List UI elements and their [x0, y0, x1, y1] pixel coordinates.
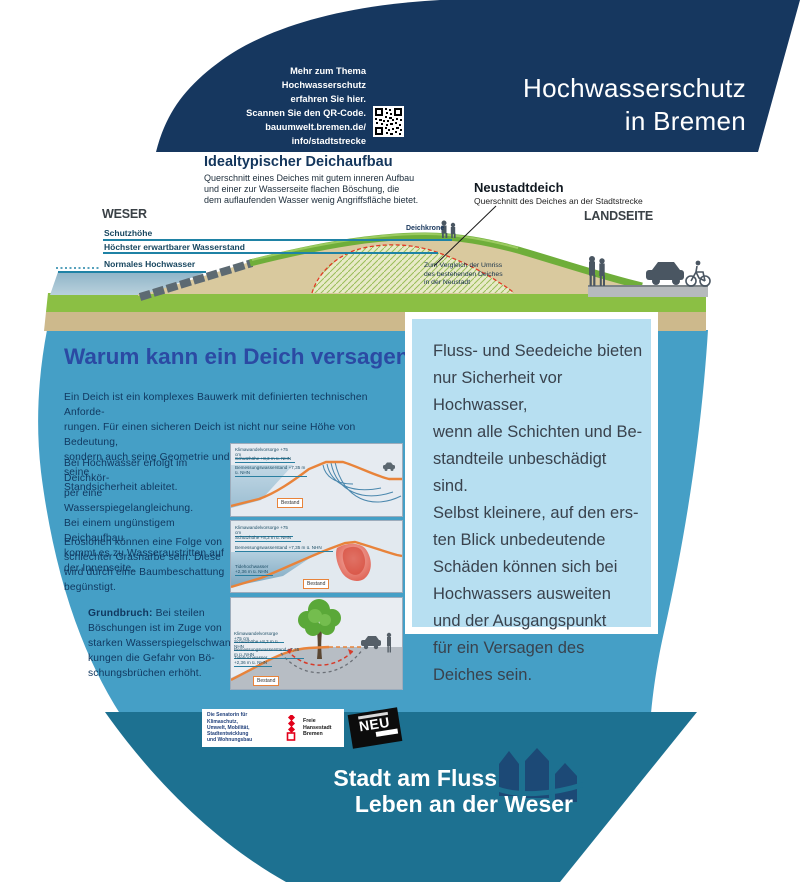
bremen-key-icon — [286, 715, 296, 741]
slogan-line-1: Stadt am Fluss — [333, 765, 497, 791]
mini2-label-schutz: Schutzhöhe +8,3 m ü. NHN — [235, 535, 301, 543]
why-paragraph-1: Ein Deich ist ein komplexes Bauwerk mit … — [64, 392, 394, 493]
level-line — [234, 658, 304, 660]
mini-diagram-slope-failure: Klimawandelvorsorge +75 cm Schutzhöhe +8… — [230, 597, 403, 690]
old-dike-hatch — [312, 244, 514, 293]
weser-water — [50, 272, 206, 295]
mini1-label-bemessung: Bemessungswasserstand +7,35 m ü. NHN — [235, 465, 307, 478]
grass-cover — [249, 232, 643, 290]
grass-highlight — [251, 232, 519, 261]
mini2-label-klima: Klimawandelvorsorge +75 cm — [235, 525, 293, 538]
neustadtdeich-title: Neustadtdeich — [474, 180, 564, 195]
header-navy-shape — [156, 0, 800, 152]
stone-revetment — [138, 259, 254, 301]
why-paragraph-4: Grundbruch: Bei steilen Böschungen ist i… — [88, 606, 238, 681]
bremen-text: Freie Hansestadt Bremen — [303, 718, 332, 738]
level-line — [234, 650, 288, 652]
old-dike-note: Zum Vergleich der Umriss des bestehenden… — [424, 262, 503, 287]
mini3-label-klima: Klimawandelvorsorge +75 cm — [234, 631, 284, 644]
dike-scene — [44, 205, 711, 331]
road — [588, 286, 708, 297]
neustadt-pointer-line — [433, 205, 497, 267]
mini3-label-bemessung: Bemessungswasserstand +7,35 m ü. NHN — [234, 647, 304, 660]
deichkrone-label: Deichkrone — [406, 225, 445, 232]
qr-code — [373, 106, 404, 137]
bremen-skyline-icon — [497, 748, 583, 802]
qr-note-text: Mehr zum Thema Hochwasserschutz erfahren… — [246, 66, 366, 146]
level-line — [235, 575, 273, 577]
car-silhouette — [646, 262, 684, 285]
mini2-label-bemessung: Bemessungswasserstand +7,35 m ü. NHN — [235, 545, 333, 553]
bestand-chip: Bestand — [277, 498, 304, 508]
mini1-label-schutz: Schutzhöhe +8,3 m ü. NHN — [235, 456, 295, 464]
schutzhoehe-label: Schutzhöhe — [104, 228, 153, 238]
footer-teal-shape — [105, 712, 697, 882]
cyclist-silhouette — [685, 265, 711, 287]
landseite-label: LANDSEITE — [584, 209, 654, 223]
why-paragraph-2: Bei Hochwasser erfolgt im Deichkör- per … — [64, 458, 225, 574]
callout-text: Fluss- und Seedeiche bieten nur Sicherhe… — [433, 342, 643, 684]
level-line — [235, 458, 290, 460]
slope-failure-graphic — [231, 598, 402, 689]
qr-code-pattern — [373, 106, 404, 137]
mini2-label-tide: Tidehochwasser+2,36 m ü. NHN — [235, 564, 273, 577]
level-line — [235, 541, 301, 543]
weser-label: WESER — [102, 207, 147, 221]
cyclist-head — [695, 260, 701, 266]
topsoil-strip — [46, 293, 706, 312]
bestand-chip: Bestand — [303, 579, 330, 589]
bestand-chip: Bestand — [253, 676, 280, 686]
level-line — [234, 666, 272, 668]
people-on-crest — [441, 220, 456, 238]
ideal-dike-subtitle: Querschnitt eines Deiches mit gutem inne… — [204, 173, 419, 205]
ideal-dike-title: Idealtypischer Deichaufbau — [204, 154, 393, 170]
level-line — [234, 642, 284, 644]
normales-hochwasser-label: Normales Hochwasser — [104, 259, 196, 269]
mini-diagram-saturation: Klimawandelvorsorge +75 cm Schutzhöhe +8… — [230, 520, 403, 593]
why-paragraph-3: Erosionen können eine Folge von schlecht… — [64, 537, 225, 593]
senator-text: Die Senatorin für Klimaschutz, Umwelt, M… — [207, 712, 253, 744]
level-line — [235, 462, 295, 464]
neustadtdeich-subtitle: Querschnitt des Deiches an der Stadtstre… — [474, 196, 643, 206]
mini3-label-schutz: Schutzhöhe +8,3 m ü. NHN — [234, 639, 288, 652]
slogan-line-2: Leben an der Weser — [354, 791, 573, 817]
mini3-label-tide: Tidehochwasser +2,36 m ü. NHN — [234, 655, 272, 668]
level-line — [235, 536, 293, 538]
seepage-graphic — [231, 444, 402, 516]
mini1-label-klima: Klimawandelvorsorge +75 cm — [235, 447, 290, 460]
level-line — [235, 476, 307, 478]
old-dike-outline — [311, 244, 515, 294]
level-line — [235, 551, 333, 553]
grundbruch-term: Grundbruch: — [88, 608, 153, 619]
senator-logo-box: Die Senatorin für Klimaschutz, Umwelt, M… — [202, 709, 344, 747]
grundbruch-text: Bei steilen Böschungen ist im Zuge von s… — [88, 608, 235, 679]
why-heading: Warum kann ein Deich versagen? — [64, 344, 424, 369]
page-title: Hochwasserschutz in Bremen — [523, 73, 746, 136]
hoechster-wasserstand-label: Höchster erwartbarer Wasserstand — [104, 242, 245, 252]
pedestrians — [589, 256, 605, 286]
callout-box: Fluss- und Seedeiche bieten nur Sicherhe… — [405, 312, 658, 684]
mini-diagram-seepage: Klimawandelvorsorge +75 cm Schutzhöhe +8… — [230, 443, 403, 517]
